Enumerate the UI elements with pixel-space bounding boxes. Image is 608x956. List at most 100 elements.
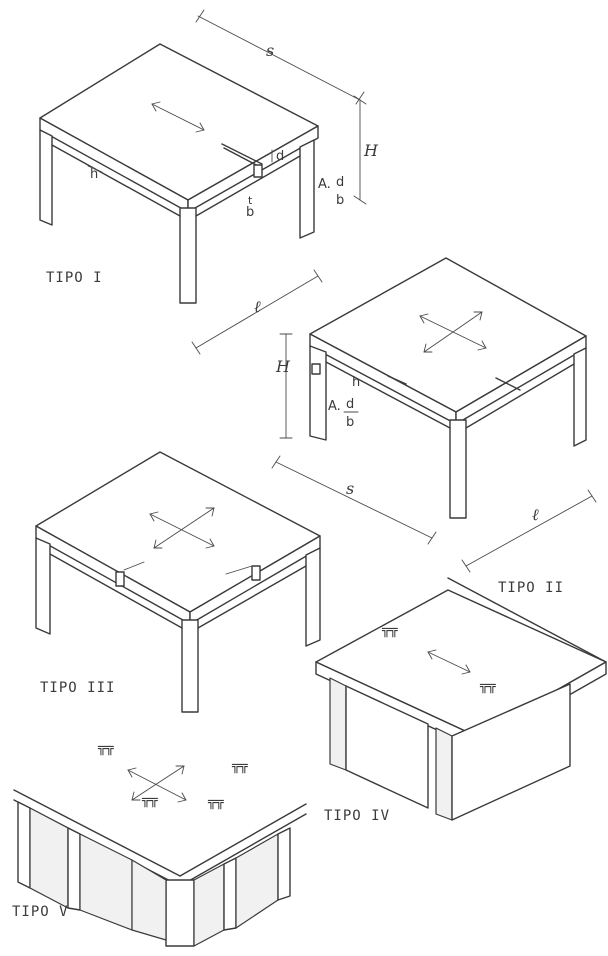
- tipo-4-span-arrow: [427, 651, 471, 673]
- tipo-2-arrowhead: [473, 311, 483, 321]
- tipo-2-section-mark: [495, 377, 521, 391]
- tipo-1-dim-H-tick: [353, 195, 367, 205]
- tipo-2-beam-line: [465, 363, 575, 429]
- tipo-1-dim-s-tick: [355, 91, 365, 105]
- tipo-2-dim-s-tick: [427, 531, 437, 545]
- tipo-1-label-frac-b: b: [336, 193, 344, 208]
- tipo-5-tee-marker: ╦╦: [231, 759, 248, 774]
- tipo-5-slab-edge: [179, 803, 307, 877]
- tipo-5-figure: ╦╦ ╦╦ ╦╦ ╦╦ TIPO V: [12, 741, 307, 947]
- tipo-3-arrowhead: [149, 511, 159, 522]
- tipo-5-tee-marker: ╦╦: [207, 795, 224, 810]
- tipo-4-web-left: [329, 677, 347, 771]
- tipo-4-tee-marker: ╦╦: [381, 623, 398, 638]
- tipo-2-title: TIPO II: [498, 580, 564, 596]
- tipo-5-title: TIPO V: [12, 904, 69, 920]
- tipo-5-tee-marker: ╦╦: [97, 741, 114, 756]
- tipo-5-column-wing: [131, 859, 167, 941]
- tipo-1-section-mark: [221, 143, 263, 165]
- tipo-2-arrowhead: [423, 343, 433, 353]
- tipo-1-label-h: h: [90, 167, 98, 182]
- tipo-2-leg-right: [573, 347, 587, 447]
- tipo-3-figure: TIPO III: [35, 451, 321, 713]
- tipo-4-tee-marker: ╦╦: [479, 679, 496, 694]
- tipo-2-dim-s: [275, 461, 433, 539]
- tipo-5-tee-marker: ╦╦: [141, 793, 158, 808]
- tipo-5-web-inner: [235, 833, 279, 929]
- tipo-2-leg-front: [449, 419, 467, 519]
- tipo-1-label-t: t: [248, 194, 253, 207]
- tipo-2-leg-left: [309, 345, 327, 441]
- tipo-1-rib-section: [253, 164, 263, 178]
- tipo-2-arrowhead: [419, 313, 429, 324]
- tipo-1-beam-line: [195, 155, 301, 217]
- tipo-2-dim-l: [465, 495, 593, 567]
- tipo-3-rib-section: [251, 565, 261, 581]
- tipo-4-web-right-side: [451, 683, 571, 821]
- tipo-3-title: TIPO III: [40, 680, 115, 696]
- tipo-5-web: [277, 827, 291, 901]
- tipo-2-dim-l-tick: [587, 489, 597, 503]
- tipo-1-label-b: b: [246, 205, 254, 220]
- tipo-4-title: TIPO IV: [324, 808, 390, 824]
- tipo-5-arrowhead: [131, 791, 141, 801]
- tipo-1-dim-l-tick: [313, 269, 323, 283]
- tipo-1-label-A: A.: [318, 177, 331, 192]
- tipo-4-top-edge-back: [447, 577, 607, 663]
- tipo-5-arrowhead: [127, 767, 137, 778]
- tipo-1-h-tick: [87, 165, 103, 173]
- tipo-4-arrowhead: [461, 664, 471, 675]
- tipo-5-web: [223, 857, 237, 931]
- tipo-3-span-arrow-x: [149, 513, 215, 547]
- tipo-3-section-mark: [123, 561, 145, 571]
- tipo-1-label-frac-d: d: [336, 175, 344, 190]
- tipo-1-dim-l: [195, 275, 319, 349]
- tipo-2-label-A: A.: [328, 399, 341, 414]
- tipo-1-leg-right: [299, 139, 315, 239]
- tipo-5-slab-edge: [13, 789, 181, 877]
- tipo-1-arrowhead: [151, 101, 161, 112]
- tipo-3-span-arrow-y: [153, 507, 215, 549]
- tipo-5-web-side: [29, 807, 69, 909]
- tipo-1-figure: h d t b A. d b s H ℓ TIPO I: [39, 9, 379, 355]
- tipo-1-dim-s-tick: [195, 9, 205, 23]
- tipo-2-label-h: h: [352, 375, 360, 390]
- tipo-1-slab-top: [39, 43, 319, 201]
- tipo-4-figure: ╦╦ ╦╦ TIPO IV: [315, 577, 607, 824]
- tipo-1-leg-front: [179, 207, 197, 304]
- tipo-2-dim-l-tick: [461, 559, 471, 573]
- tipo-1-arrowhead: [195, 122, 205, 133]
- tipo-1-label-l: ℓ: [254, 297, 261, 316]
- tipo-2-label-H: H: [275, 357, 291, 376]
- tipo-5-arrowhead: [177, 792, 187, 803]
- tipo-2-beam-line: [325, 361, 451, 429]
- tipo-1-dim-H-tick: [353, 95, 367, 105]
- tipo-3-leg-front: [181, 619, 199, 713]
- tipo-4-web-left-side: [345, 685, 429, 809]
- tipo-2-arrowhead: [477, 340, 487, 351]
- tipo-3-arrowhead: [205, 507, 215, 517]
- tipo-2-span-arrow-y: [423, 311, 483, 353]
- tipo-1-span-arrow: [151, 103, 205, 131]
- tipo-4-arrowhead: [427, 649, 437, 660]
- tipo-3-beam-line: [49, 553, 183, 629]
- tipo-5-column-wing: [193, 863, 225, 947]
- tipo-5-web: [17, 801, 31, 889]
- tipo-3-beam-line: [197, 565, 307, 629]
- tipo-1-dim-l-tick: [191, 341, 201, 355]
- tipo-5-arrowhead: [175, 765, 185, 775]
- tipo-1-label-d: d: [276, 149, 284, 164]
- tipo-2-label-frac-b: b: [346, 415, 354, 430]
- tipo-1-title: TIPO I: [46, 270, 103, 286]
- tipo-4-web-right: [435, 727, 453, 821]
- tipo-5-column-front: [165, 879, 195, 947]
- tipo-2-section-mark: [387, 375, 407, 385]
- tipo-3-section-mark: [225, 565, 253, 575]
- tipo-2-dim-s-tick: [271, 455, 281, 469]
- tipo-2-label-s: s: [346, 479, 354, 498]
- tipo-2-col-section: [311, 363, 321, 375]
- tipo-3-leg-right: [305, 547, 321, 647]
- tipo-1-dim-s: [197, 15, 361, 101]
